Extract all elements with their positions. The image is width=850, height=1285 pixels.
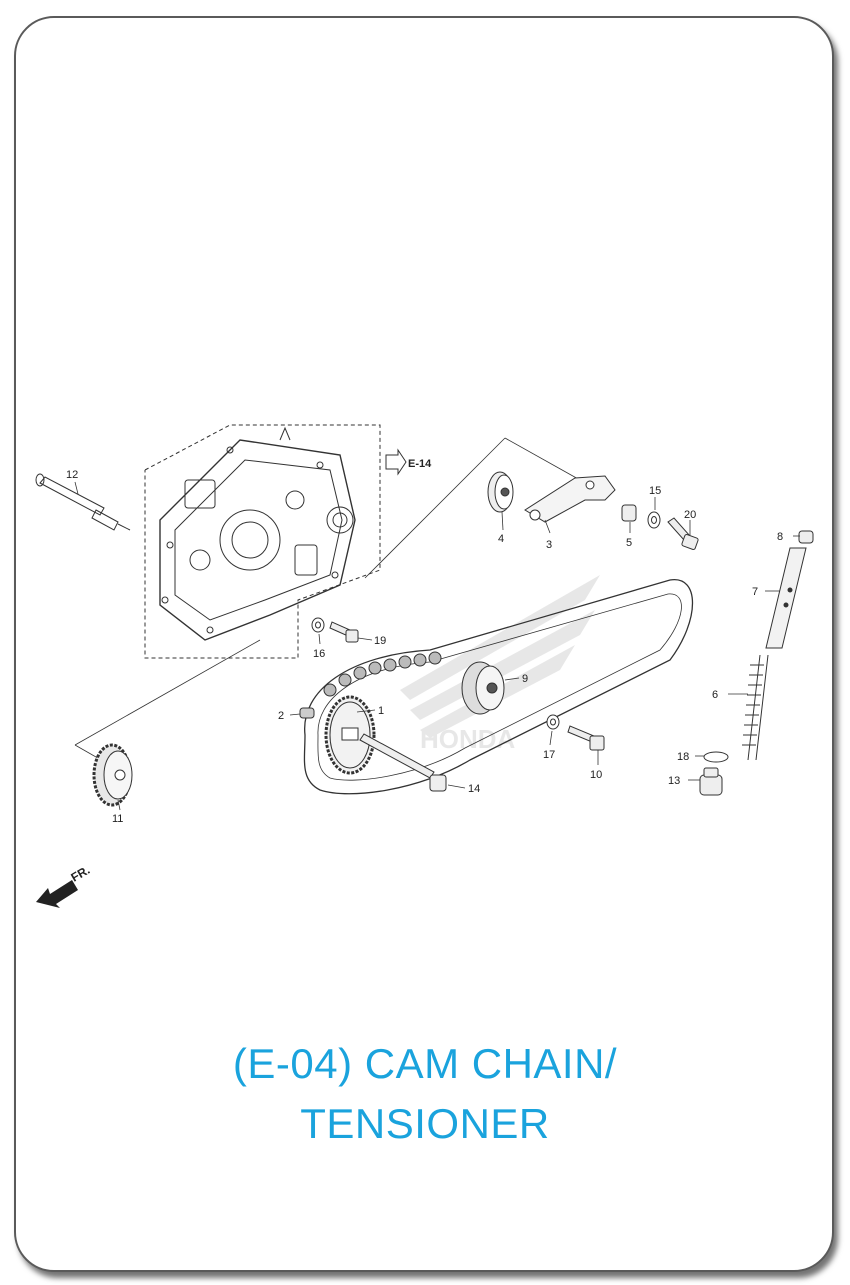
label-part-7: 7 (752, 586, 758, 598)
chain-link-part-2 (299, 707, 315, 719)
label-part-19: 19 (374, 635, 386, 647)
gear-part-11 (92, 743, 133, 807)
shaft-part-12 (35, 473, 131, 531)
sprocket-part-4 (487, 471, 514, 513)
chain-links-upper (323, 651, 442, 697)
drive-sprocket-part-1 (324, 695, 376, 775)
cap-part-8 (798, 530, 814, 544)
reference-label: E-14 (408, 458, 432, 470)
page-title-line-1: (E-04) CAM CHAIN/ (232, 1040, 618, 1087)
bolt-part-10 (567, 725, 605, 751)
watermark-text: HONDA (420, 724, 516, 754)
bolt-part-14 (359, 733, 447, 792)
diagram-card (14, 16, 834, 1272)
spring-part-6 (742, 654, 769, 761)
label-part-8: 8 (777, 531, 783, 543)
label-part-16: 16 (313, 648, 325, 660)
part-labels: 1 2 3 4 5 6 7 8 9 10 11 12 13 14 15 16 1… (66, 469, 783, 825)
callout-leaders (74, 481, 800, 811)
washer-part-15 (647, 511, 661, 529)
crankcase-half (144, 424, 381, 659)
label-part-1: 1 (378, 705, 384, 717)
label-part-20: 20 (684, 509, 696, 521)
o-ring-part-18 (703, 751, 729, 763)
label-part-12: 12 (66, 469, 78, 481)
label-part-3: 3 (546, 539, 552, 551)
label-part-6: 6 (712, 689, 718, 701)
label-part-13: 13 (668, 775, 680, 787)
sealing-bolt-part-13 (699, 767, 723, 796)
bracket-part-3 (524, 475, 616, 523)
collar-part-5 (621, 504, 637, 522)
bolt-part-20 (667, 517, 699, 550)
label-part-11: 11 (112, 813, 123, 825)
label-part-10: 10 (590, 769, 602, 781)
label-part-5: 5 (626, 537, 632, 549)
label-part-18: 18 (677, 751, 689, 763)
roller-part-9 (461, 661, 505, 715)
washer-part-17 (546, 714, 560, 730)
washer-part-16 (311, 617, 325, 633)
label-part-17: 17 (543, 749, 555, 761)
label-part-2: 2 (278, 710, 284, 722)
label-part-4: 4 (498, 533, 504, 545)
bolt-part-19 (329, 621, 359, 643)
page-title-line-2: TENSIONER (300, 1100, 550, 1147)
front-direction-arrow: FR. (36, 863, 92, 908)
label-part-9: 9 (522, 673, 528, 685)
tensioner-rod-part-7 (765, 547, 807, 649)
label-part-15: 15 (649, 485, 661, 497)
label-part-14: 14 (468, 783, 480, 795)
reference-arrow: E-14 (385, 448, 432, 476)
